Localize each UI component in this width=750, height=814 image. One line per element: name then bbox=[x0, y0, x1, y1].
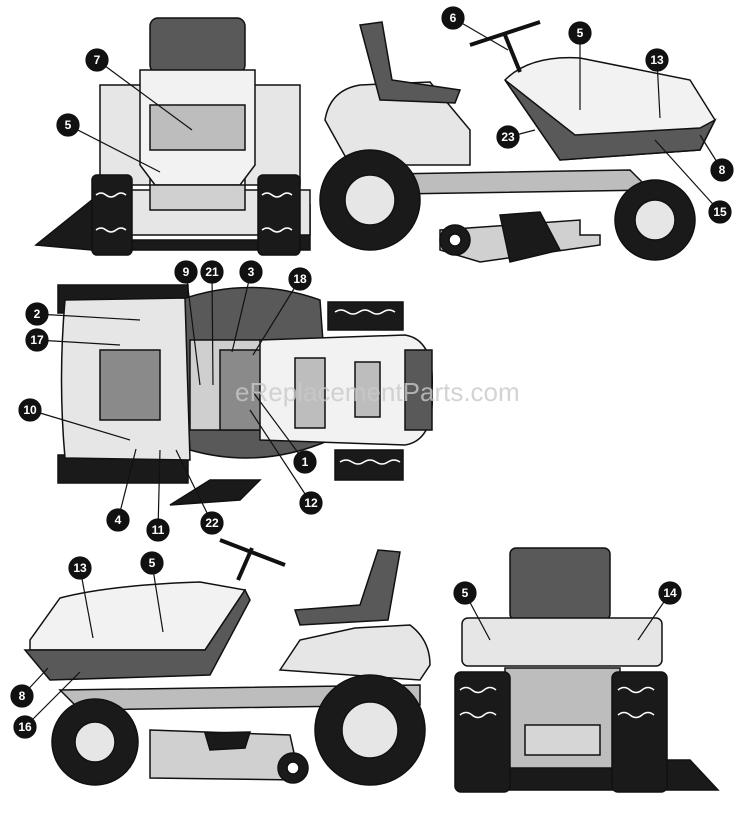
front-grille bbox=[149, 104, 246, 151]
rear-wheel-right bbox=[611, 671, 668, 793]
right-hood-lower bbox=[504, 79, 717, 161]
top-front-wheel-left bbox=[327, 301, 404, 331]
front-wheel-left bbox=[91, 174, 133, 256]
callout-badge: 23 bbox=[496, 125, 520, 149]
callout-badge: 5 bbox=[568, 21, 592, 45]
svg-text:5: 5 bbox=[577, 26, 584, 40]
watermark-text: eReplacementParts.com bbox=[235, 377, 520, 407]
svg-text:16: 16 bbox=[18, 720, 32, 734]
callout-badge: 7 bbox=[85, 48, 109, 72]
callout-badge: 5 bbox=[140, 551, 164, 575]
svg-text:3: 3 bbox=[248, 265, 255, 279]
rear-fender-top bbox=[461, 617, 663, 667]
rear-hitch-plate bbox=[524, 724, 601, 756]
top-nose bbox=[404, 349, 433, 431]
callout-badge: 14 bbox=[658, 581, 682, 605]
callout-badge: 6 bbox=[441, 6, 465, 30]
svg-text:13: 13 bbox=[73, 561, 87, 575]
front-hitch-plate bbox=[149, 184, 246, 211]
top-hood-vent-left bbox=[294, 357, 326, 429]
left-rear-fender bbox=[278, 624, 431, 681]
svg-text:7: 7 bbox=[94, 53, 101, 67]
svg-text:1: 1 bbox=[302, 455, 309, 469]
callout-badge: 18 bbox=[288, 267, 312, 291]
left-side-view bbox=[23, 538, 431, 786]
svg-text:2: 2 bbox=[34, 307, 41, 321]
callout-badge: 2 bbox=[25, 302, 49, 326]
left-steering bbox=[219, 538, 286, 581]
callout-badge: 16 bbox=[13, 715, 37, 739]
callout-badge: 9 bbox=[174, 260, 198, 284]
callout-badge: 10 bbox=[18, 398, 42, 422]
right-side-callouts: 6 5 13 23 8 15 bbox=[441, 6, 734, 224]
svg-text:9: 9 bbox=[183, 265, 190, 279]
callout-badge: 8 bbox=[10, 684, 34, 708]
callout-badge: 21 bbox=[200, 260, 224, 284]
svg-text:5: 5 bbox=[149, 556, 156, 570]
top-hood-vent-right bbox=[354, 361, 381, 418]
right-seat bbox=[359, 21, 462, 104]
left-side-callouts: 13 5 8 16 bbox=[10, 551, 164, 739]
svg-text:8: 8 bbox=[19, 689, 26, 703]
top-wheel-tread bbox=[334, 309, 401, 465]
svg-text:5: 5 bbox=[462, 586, 469, 600]
svg-text:18: 18 bbox=[293, 272, 307, 286]
top-view bbox=[57, 284, 434, 506]
svg-text:8: 8 bbox=[719, 163, 726, 177]
callout-badge: 15 bbox=[708, 200, 732, 224]
top-front-wheel-right bbox=[334, 449, 404, 481]
front-wheel-tread-left bbox=[95, 192, 127, 233]
svg-text:21: 21 bbox=[205, 265, 219, 279]
svg-text:6: 6 bbox=[450, 11, 457, 25]
svg-text:4: 4 bbox=[115, 513, 122, 527]
top-control-panel bbox=[219, 349, 266, 431]
front-seat bbox=[149, 17, 246, 74]
left-hood bbox=[29, 581, 247, 651]
rear-wheel-left bbox=[454, 671, 511, 793]
right-steering bbox=[469, 20, 541, 73]
callout-badge: 17 bbox=[25, 328, 49, 352]
svg-text:13: 13 bbox=[650, 53, 664, 67]
left-deck-chute bbox=[204, 731, 252, 751]
svg-text:17: 17 bbox=[30, 333, 44, 347]
callout-badge: 22 bbox=[200, 511, 224, 535]
rear-seat bbox=[509, 547, 611, 621]
callout-badge: 12 bbox=[299, 491, 323, 515]
left-seat bbox=[293, 549, 401, 626]
top-seat bbox=[99, 349, 161, 421]
callout-badge: 3 bbox=[239, 260, 263, 284]
top-deck-chute bbox=[169, 479, 262, 506]
right-side-view bbox=[319, 20, 717, 263]
callout-badge: 8 bbox=[710, 158, 734, 182]
svg-text:15: 15 bbox=[713, 205, 727, 219]
svg-text:23: 23 bbox=[501, 130, 515, 144]
svg-text:11: 11 bbox=[152, 523, 165, 537]
rear-wheel-tread bbox=[459, 686, 655, 719]
callout-badge: 13 bbox=[645, 48, 669, 72]
svg-text:10: 10 bbox=[23, 403, 37, 417]
callout-badge: 5 bbox=[56, 113, 80, 137]
callout-badge: 1 bbox=[293, 450, 317, 474]
svg-text:5: 5 bbox=[65, 118, 72, 132]
svg-text:22: 22 bbox=[205, 516, 219, 530]
front-view bbox=[34, 17, 311, 256]
rear-view bbox=[454, 547, 720, 793]
front-wheel-tread-right bbox=[261, 192, 293, 233]
front-callouts: 7 5 bbox=[56, 48, 193, 173]
svg-text:12: 12 bbox=[304, 496, 318, 510]
rear-callouts: 5 14 bbox=[453, 581, 682, 641]
callout-badge: 4 bbox=[106, 508, 130, 532]
left-hood-lower bbox=[23, 588, 251, 681]
callout-badge: 13 bbox=[68, 556, 92, 580]
top-callouts: 9 21 3 18 2 17 10 1 12 4 11 22 bbox=[18, 260, 323, 542]
right-deck-chute bbox=[499, 211, 562, 263]
callout-badge: 5 bbox=[453, 581, 477, 605]
front-wheel-right bbox=[257, 174, 301, 256]
svg-text:14: 14 bbox=[663, 586, 677, 600]
callout-badge: 11 bbox=[146, 518, 170, 542]
